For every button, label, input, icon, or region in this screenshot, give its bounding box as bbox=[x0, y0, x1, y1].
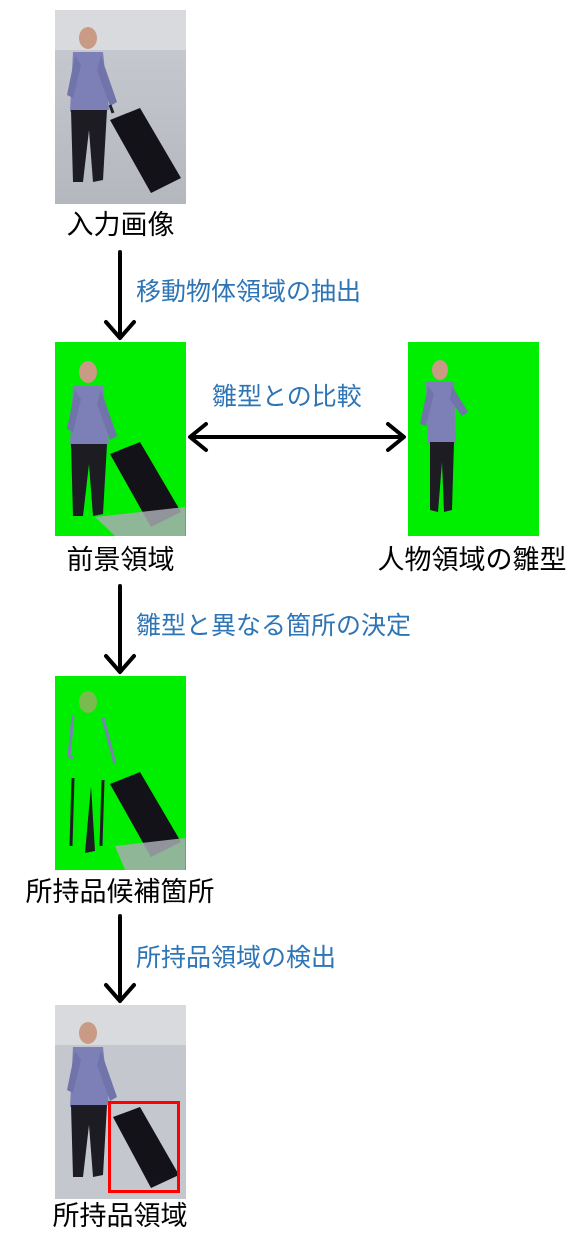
candidate-label: 所持品候補箇所 bbox=[25, 877, 215, 908]
arrowhead-extract bbox=[104, 320, 136, 340]
detected-luggage-box bbox=[108, 1101, 180, 1193]
foreground-image bbox=[55, 342, 186, 536]
input-image-label: 入力画像 bbox=[66, 210, 175, 241]
step-decide: 雛型と異なる箇所の決定 bbox=[136, 611, 412, 640]
arrowhead-decide bbox=[104, 654, 136, 674]
arrowhead-detect bbox=[104, 983, 136, 1003]
foreground-label: 前景領域 bbox=[66, 545, 175, 576]
step-detect: 所持品領域の検出 bbox=[136, 943, 337, 972]
arrowhead-compare-right bbox=[386, 422, 406, 452]
step-extract: 移動物体領域の抽出 bbox=[136, 277, 362, 306]
arrowhead-compare-left bbox=[188, 422, 208, 452]
template-label: 人物領域の雛型 bbox=[377, 545, 567, 576]
template-image bbox=[408, 342, 539, 536]
input-image bbox=[55, 10, 186, 204]
step-compare: 雛型との比較 bbox=[212, 382, 362, 411]
result-label: 所持品領域 bbox=[52, 1201, 188, 1232]
candidate-image bbox=[55, 676, 186, 870]
